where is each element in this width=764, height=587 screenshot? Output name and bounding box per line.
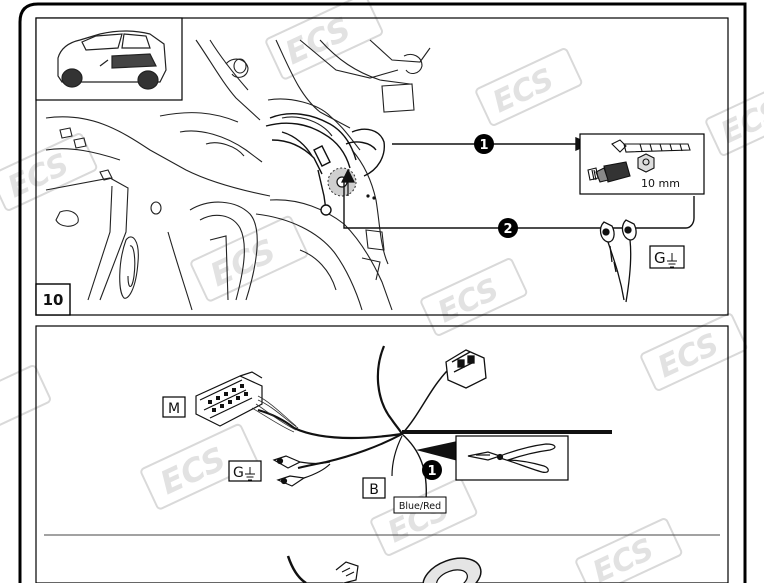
ground-symbol-icon (245, 467, 255, 481)
callout-1-top: 1 (474, 134, 494, 154)
callout-2: 2 (498, 218, 518, 238)
hardware-detail-box: 10 mm (579, 133, 705, 195)
ground-bolt-point (327, 167, 376, 200)
svg-text:G: G (654, 249, 666, 267)
wire-color-label: Blue/Red (393, 496, 447, 514)
ecs-watermark: ECS (640, 313, 748, 391)
ground-eyelets-bottom (272, 455, 331, 487)
ecs-watermark: ECS (575, 518, 683, 587)
ecs-watermark: ECS (705, 86, 764, 156)
svg-text:ECS: ECS (716, 93, 764, 151)
connector-m-label: M (162, 396, 186, 418)
ecs-watermark: ECS (370, 478, 478, 556)
vehicle-interior-drawing (45, 39, 431, 311)
svg-text:ECS: ECS (154, 439, 231, 502)
svg-text:Blue/Red: Blue/Red (399, 501, 441, 512)
svg-text:G: G (233, 465, 244, 481)
ecs-watermark: ECS (0, 133, 98, 211)
ground-symbol-icon (667, 253, 677, 268)
grommet-drawing (286, 555, 482, 587)
step-panel: 1 2 10 mm (35, 17, 729, 316)
svg-text:1: 1 (427, 464, 436, 479)
bolt-size-label: 10 mm (641, 177, 680, 190)
ecs-watermark: ECS (475, 48, 583, 126)
connector-plug (445, 349, 487, 389)
ground-label-bottom: G (228, 460, 262, 482)
outer-frame (18, 2, 747, 583)
connector-m (195, 371, 299, 433)
svg-text:B: B (369, 482, 379, 498)
harness-panel: M G B Blue/Red (35, 325, 729, 587)
pliers-tool-box (455, 435, 569, 481)
svg-text:10: 10 (43, 291, 64, 309)
wiring-harness (265, 113, 385, 216)
svg-text:2: 2 (503, 222, 512, 237)
ground-eyelets-top (599, 219, 637, 303)
wire-b-label: B (362, 477, 386, 499)
svg-text:ECS: ECS (588, 532, 660, 583)
cut-indicator-arrow (416, 440, 462, 462)
callout-1-bottom: 1 (422, 460, 442, 480)
ground-label-top: G (649, 245, 685, 269)
svg-text:M: M (168, 401, 180, 417)
panel-border (35, 17, 729, 316)
pliers-icon (467, 443, 556, 473)
ecs-watermark (0, 364, 51, 426)
step-number-badge: 10 (35, 283, 71, 316)
vehicle-thumbnail (35, 17, 183, 101)
ecs-watermark: ECS (420, 258, 528, 336)
ecs-watermark: ECS (265, 0, 383, 80)
svg-text:1: 1 (479, 138, 488, 153)
